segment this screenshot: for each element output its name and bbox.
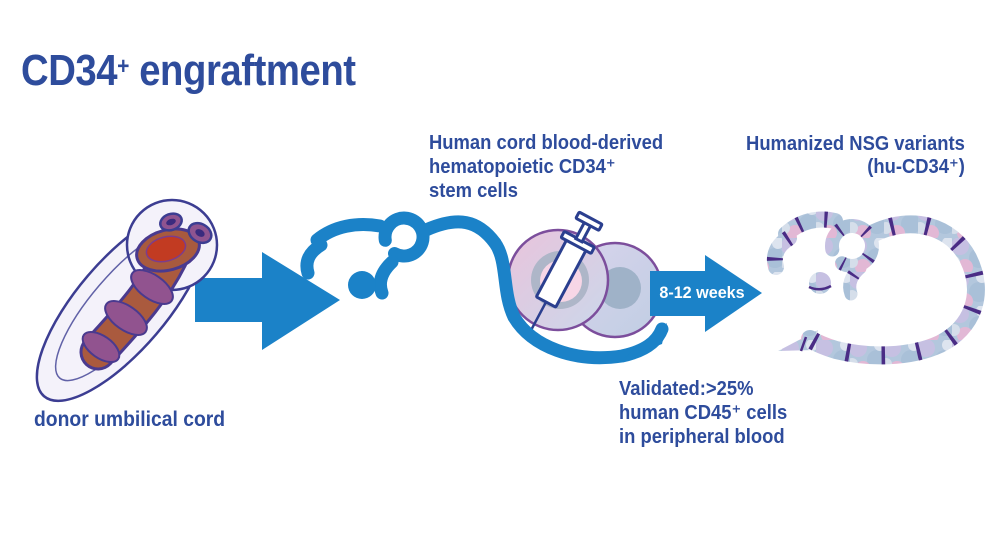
duration-label: 8-12 weeks <box>659 283 745 302</box>
title-suffix: engraftment <box>129 46 356 96</box>
stem-cells-label: Human cord blood-derived hematopoietic C… <box>429 131 663 203</box>
title-prefix: CD34 <box>21 46 118 96</box>
page-title: CD34+ engraftment <box>21 45 356 98</box>
validated-label-line1: Validated:>25% <box>619 378 754 400</box>
humanized-mouse-eye <box>809 272 831 294</box>
mouse-eye <box>348 271 376 299</box>
stem-cells-label-line1: Human cord blood-derived <box>429 132 664 154</box>
nsg-variants-label: Humanized NSG variants (hu-CD34⁺) <box>746 133 965 179</box>
validated-label-line3: in peripheral blood <box>619 426 785 448</box>
validated-label: Validated:>25% human CD45⁺ cells in peri… <box>619 377 787 449</box>
humanized-mouse-icon <box>766 211 985 365</box>
title-superscript: + <box>117 53 130 81</box>
syringe-icon <box>526 210 604 338</box>
mouse-tail <box>488 236 669 365</box>
umbilical-cord-icon <box>35 198 219 403</box>
flow-arrow-icon <box>195 252 340 350</box>
validated-label-line2: human CD45⁺ cells <box>619 402 788 424</box>
recipient-mouse-icon <box>300 211 502 300</box>
stem-cells-label-line3: stem cells <box>429 180 518 202</box>
nsg-variants-label-line2: (hu-CD34⁺) <box>867 156 965 178</box>
donor-cord-label: donor umbilical cord <box>34 408 226 431</box>
stem-cells-label-line2: hematopoietic CD34⁺ <box>429 156 616 178</box>
nsg-variants-label-line1: Humanized NSG variants <box>746 133 965 155</box>
duration-arrow-icon <box>650 255 762 332</box>
